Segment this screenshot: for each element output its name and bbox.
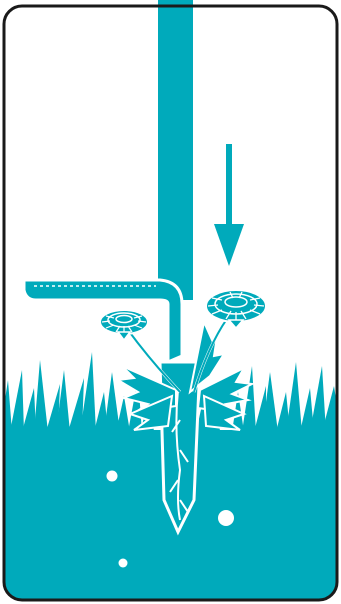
dandelion-flower-icon: [206, 290, 266, 328]
dandelion-flower-icon: [100, 310, 148, 340]
soil-pebble-icon: [218, 510, 234, 526]
soil-pebble-icon: [107, 471, 118, 482]
soil-pebble-icon: [119, 559, 128, 568]
downward-arrow-icon: [214, 144, 244, 266]
